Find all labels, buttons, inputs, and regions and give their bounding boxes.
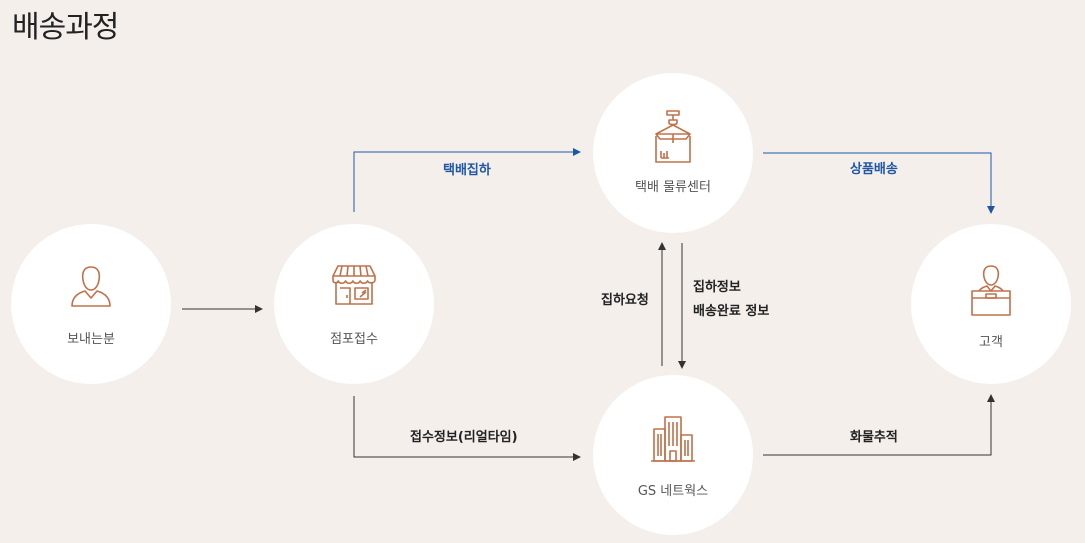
node-store-label: 점포접수 (330, 332, 378, 347)
node-customer: 고객 (911, 224, 1071, 384)
edge-label-pickup: 택배집하 (443, 163, 491, 178)
hoisted-box-icon (655, 110, 691, 163)
edge-label-delivery: 상품배송 (850, 162, 898, 177)
storefront-icon (332, 265, 376, 305)
edge-label-receipt-info: 접수정보(리얼타임) (410, 430, 518, 445)
arrow-logistics-to-customer (763, 152, 995, 214)
node-network-label: GS 네트웍스 (637, 484, 709, 499)
page-title: 배송과정 (12, 10, 119, 45)
edge-label-pickup-request: 집하요청 (601, 293, 649, 308)
node-logistics: 택배 물류센터 (593, 73, 753, 233)
arrow-store-to-network (353, 396, 581, 461)
node-store: 점포접수 (274, 224, 434, 384)
edge-label-cargo-tracking: 화물추적 (850, 430, 898, 445)
node-sender: 보내는분 (11, 224, 171, 384)
edge-label-pickup-info-2: 배송완료 정보 (693, 304, 770, 319)
node-network: GS 네트웍스 (593, 375, 753, 535)
node-sender-label: 보내는분 (67, 332, 115, 347)
arrow-store-to-logistics (353, 148, 581, 212)
edge-label-pickup-info-1: 집하정보 (693, 280, 741, 295)
arrow-network-to-customer (763, 394, 995, 456)
node-customer-label: 고객 (979, 335, 1003, 350)
person-icon (71, 266, 111, 307)
building-icon (651, 416, 695, 462)
person-with-box-icon (971, 265, 1011, 316)
node-logistics-label: 택배 물류센터 (635, 180, 711, 195)
